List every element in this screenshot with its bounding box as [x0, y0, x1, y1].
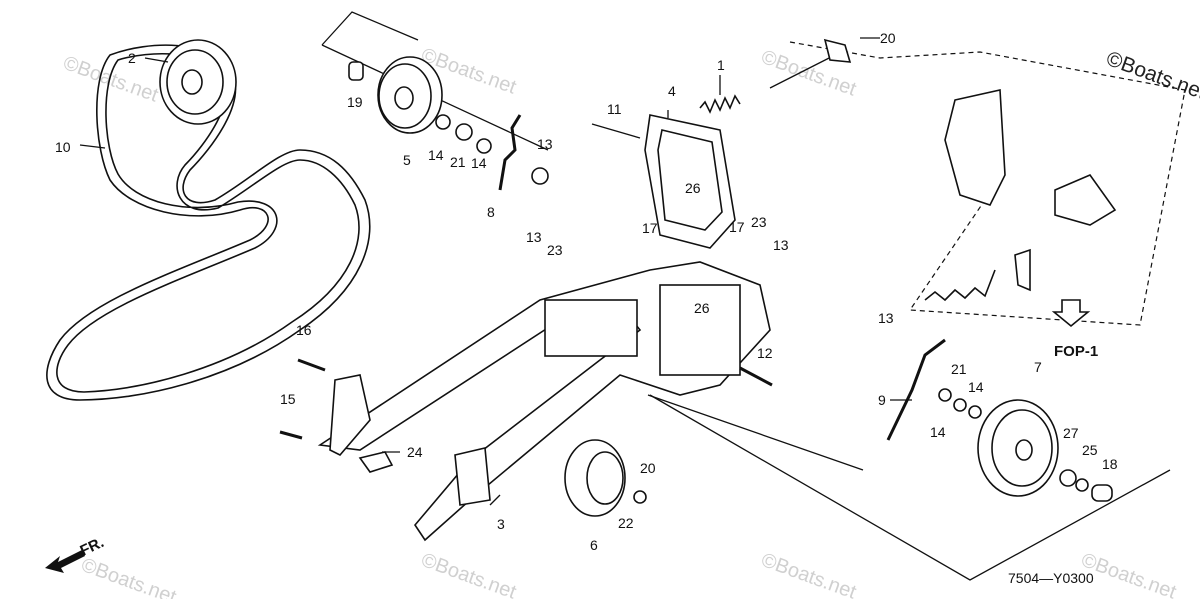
fop-label: FOP-1 [1054, 343, 1098, 360]
callout-8: 8 [487, 204, 495, 220]
callout-23: 23 [751, 214, 767, 230]
callout-22: 22 [618, 515, 634, 531]
callout-13: 13 [878, 310, 894, 326]
callout-11: 11 [607, 101, 622, 117]
callout-21: 21 [450, 154, 466, 170]
callout-6: 6 [590, 537, 598, 553]
callout-27: 27 [1063, 425, 1079, 441]
callout-25: 25 [1082, 442, 1098, 458]
callout-3: 3 [497, 516, 505, 532]
rod-part [886, 338, 946, 441]
callout-4: 4 [668, 83, 676, 99]
callout-9: 9 [878, 392, 886, 408]
bolt-part [279, 430, 303, 440]
copyright-text: ©Boats.net [1103, 47, 1200, 104]
idler-pulley-part [348, 56, 443, 134]
callout-15: 15 [280, 391, 296, 407]
callout-23: 23 [547, 242, 563, 258]
callout-12: 12 [757, 345, 773, 361]
v-belt-part [46, 44, 371, 401]
callout-21: 21 [951, 361, 967, 377]
watermark-text: ©Boats.net [418, 549, 519, 599]
callout-26: 26 [685, 180, 701, 196]
callout-13: 13 [526, 229, 542, 245]
callout-14: 14 [930, 424, 946, 440]
rod-part [769, 54, 836, 89]
callout-14: 14 [428, 147, 444, 163]
callout-19: 19 [347, 94, 363, 110]
callout-24: 24 [407, 444, 423, 460]
callout-17: 17 [642, 220, 658, 236]
side-plate-part [944, 89, 1117, 292]
washer-nut-part [435, 114, 549, 185]
spring-part [699, 94, 741, 114]
callout-10: 10 [55, 139, 71, 155]
clip-part [823, 38, 852, 63]
callout-26: 26 [694, 300, 710, 316]
pulley-part [938, 388, 1113, 502]
spring-part [924, 269, 996, 302]
assembly-outline [321, 11, 1186, 581]
bolt-part [739, 366, 773, 387]
callout-labels: 1 2 3 4 5 6 7 8 9 10 11 12 13 13 13 13 1… [55, 30, 1118, 553]
clip-part [358, 451, 394, 473]
callout-5: 5 [403, 152, 411, 168]
lever-part [498, 114, 522, 191]
callout-7: 7 [1034, 359, 1042, 375]
diagram-reference-code: 7504—Y0300 [1008, 570, 1094, 586]
callout-14: 14 [471, 155, 487, 171]
direction-label: FR. [78, 534, 107, 560]
leader-lines [79, 37, 912, 506]
callout-20: 20 [880, 30, 896, 46]
callout-13: 13 [773, 237, 789, 253]
fop-reference: FOP-1 [1051, 299, 1098, 360]
callout-18: 18 [1102, 456, 1118, 472]
callout-20: 20 [640, 460, 656, 476]
pulley-part [159, 39, 237, 125]
roller-part [564, 439, 647, 517]
callout-17: 17 [729, 219, 745, 235]
watermark-text: ©Boats.net [60, 52, 161, 107]
callout-2: 2 [128, 50, 136, 66]
watermark-text: ©Boats.net [758, 549, 859, 599]
watermark-text: ©Boats.net [78, 554, 179, 599]
callout-13: 13 [537, 136, 553, 152]
callout-16: 16 [296, 322, 312, 338]
front-arrow-icon [45, 550, 85, 573]
bracket-part [591, 114, 736, 249]
callout-1: 1 [717, 57, 725, 73]
frame-arm-part [317, 261, 771, 542]
bolt-part [297, 358, 326, 372]
callout-14: 14 [968, 379, 984, 395]
down-arrow-icon [1051, 299, 1091, 328]
